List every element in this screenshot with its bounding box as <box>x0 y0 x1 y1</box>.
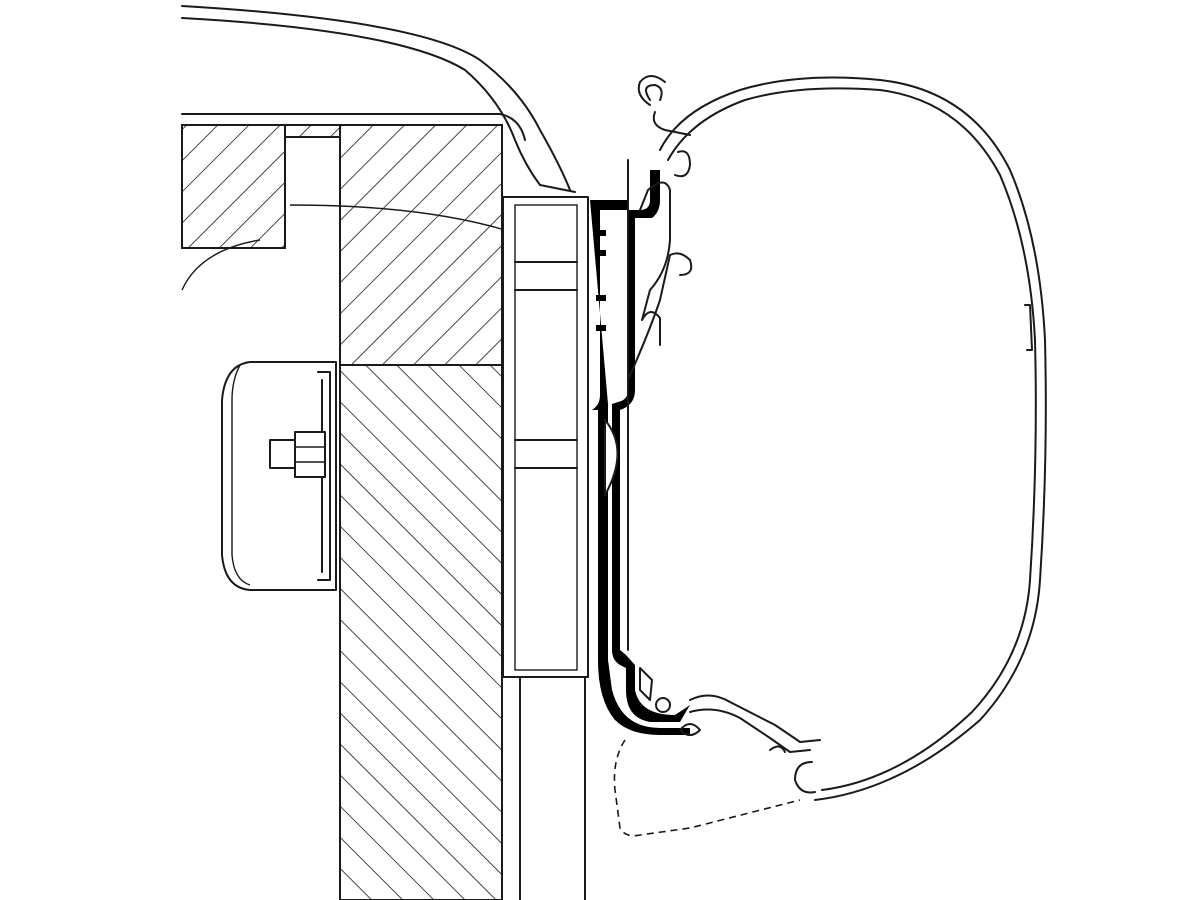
mounting-bracket <box>502 196 589 900</box>
bolt-cap <box>221 361 337 591</box>
roof-strip <box>284 124 341 138</box>
rail-teeth <box>596 230 606 331</box>
awning-cassette <box>627 75 1047 801</box>
hatched-roof-block <box>181 124 286 249</box>
wall-upper-section <box>339 124 503 366</box>
adapter-rail <box>590 170 690 735</box>
hidden-outline <box>613 739 801 837</box>
bolt-head <box>294 431 326 478</box>
bolt-shank <box>269 439 296 469</box>
wall-lower-section <box>339 364 503 900</box>
